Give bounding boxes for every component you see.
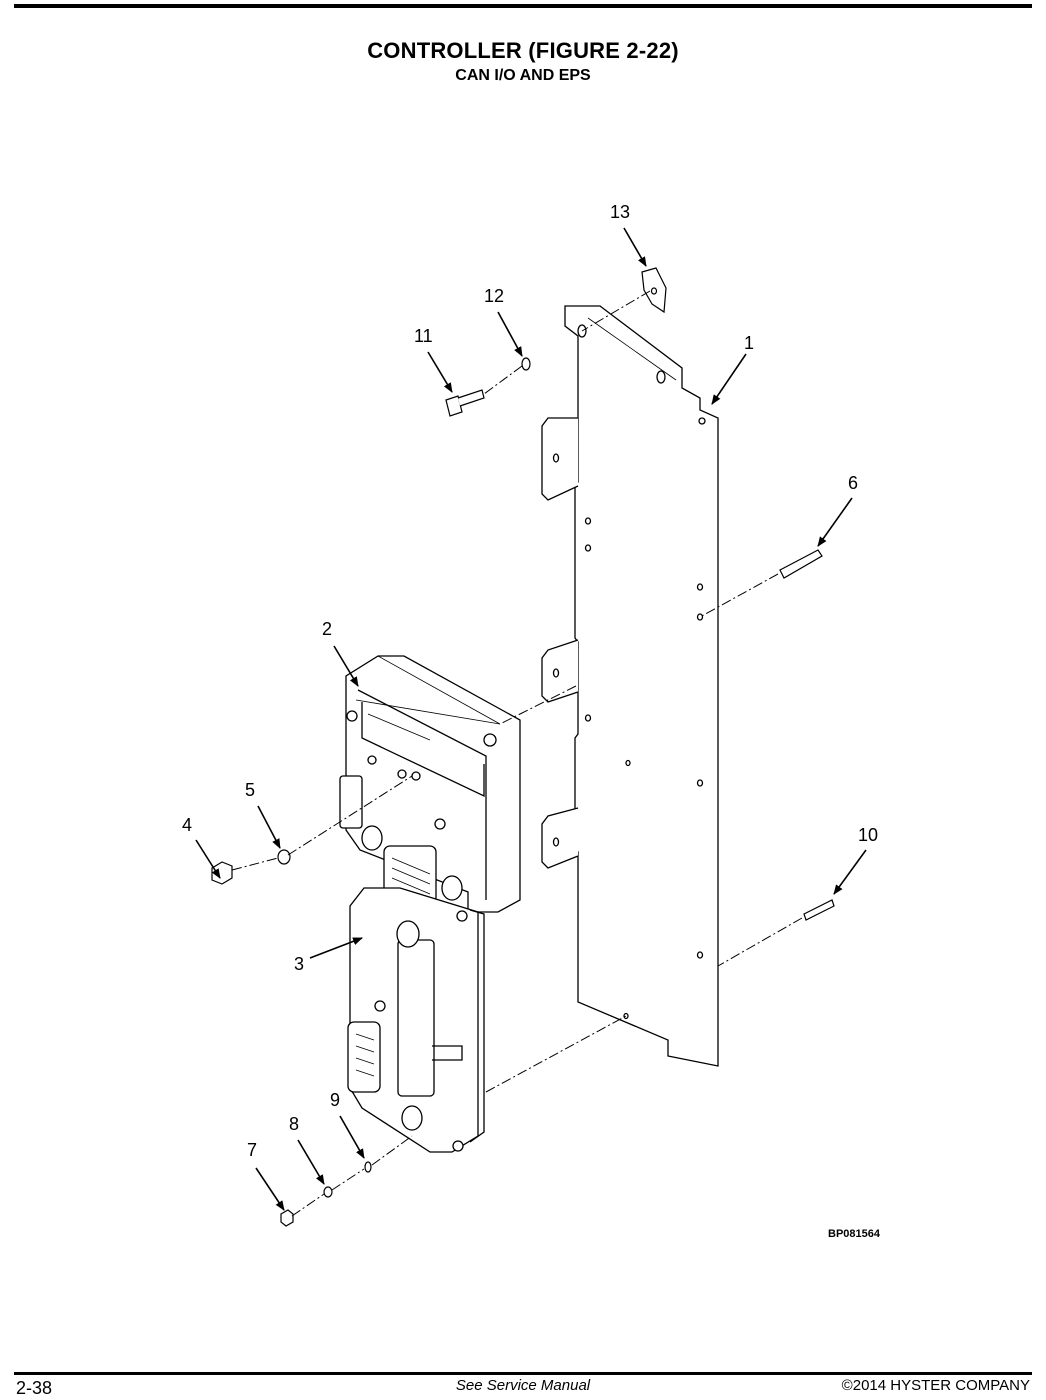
top-rule bbox=[14, 4, 1032, 8]
callout-10: 10 bbox=[858, 825, 878, 845]
nut-7 bbox=[280, 1209, 294, 1227]
washer-9 bbox=[364, 1161, 372, 1173]
mounting-plate bbox=[541, 305, 719, 1067]
callout-7: 7 bbox=[247, 1140, 257, 1160]
washer-8 bbox=[323, 1186, 333, 1198]
eps-controller bbox=[339, 655, 521, 913]
callout-labels: 1 2 3 4 5 6 7 8 9 10 11 12 13 bbox=[182, 202, 878, 1160]
page-subtitle: CAN I/O AND EPS bbox=[455, 67, 591, 84]
callout-2: 2 bbox=[322, 619, 332, 639]
callout-11: 11 bbox=[414, 326, 433, 346]
callout-8: 8 bbox=[289, 1114, 299, 1134]
callout-9: 9 bbox=[330, 1090, 340, 1110]
nut-4 bbox=[211, 861, 233, 885]
callout-6: 6 bbox=[848, 473, 858, 493]
copyright: ©2014 HYSTER COMPANY bbox=[841, 1377, 1030, 1394]
hardware bbox=[211, 267, 835, 1227]
bottom-rule bbox=[14, 1372, 1032, 1375]
callout-5: 5 bbox=[245, 780, 255, 800]
washer-12 bbox=[521, 357, 531, 371]
callout-13: 13 bbox=[610, 202, 630, 222]
bolt-11 bbox=[445, 395, 463, 417]
washer-5 bbox=[277, 849, 291, 865]
callout-1: 1 bbox=[744, 333, 754, 353]
callout-12: 12 bbox=[484, 286, 504, 306]
figure-code: BP081564 bbox=[828, 1228, 880, 1240]
stud-10 bbox=[803, 899, 835, 921]
page-number: 2-38 bbox=[16, 1378, 53, 1398]
page-title: CONTROLLER (FIGURE 2-22) bbox=[367, 38, 679, 63]
callout-3: 3 bbox=[294, 954, 304, 974]
callout-4: 4 bbox=[182, 815, 192, 835]
callout-leaders bbox=[195, 227, 867, 1211]
stud-6 bbox=[779, 549, 823, 579]
can-io-module bbox=[347, 887, 485, 1153]
alignment-lines bbox=[231, 290, 803, 1217]
footer-note: See Service Manual bbox=[455, 1377, 591, 1394]
